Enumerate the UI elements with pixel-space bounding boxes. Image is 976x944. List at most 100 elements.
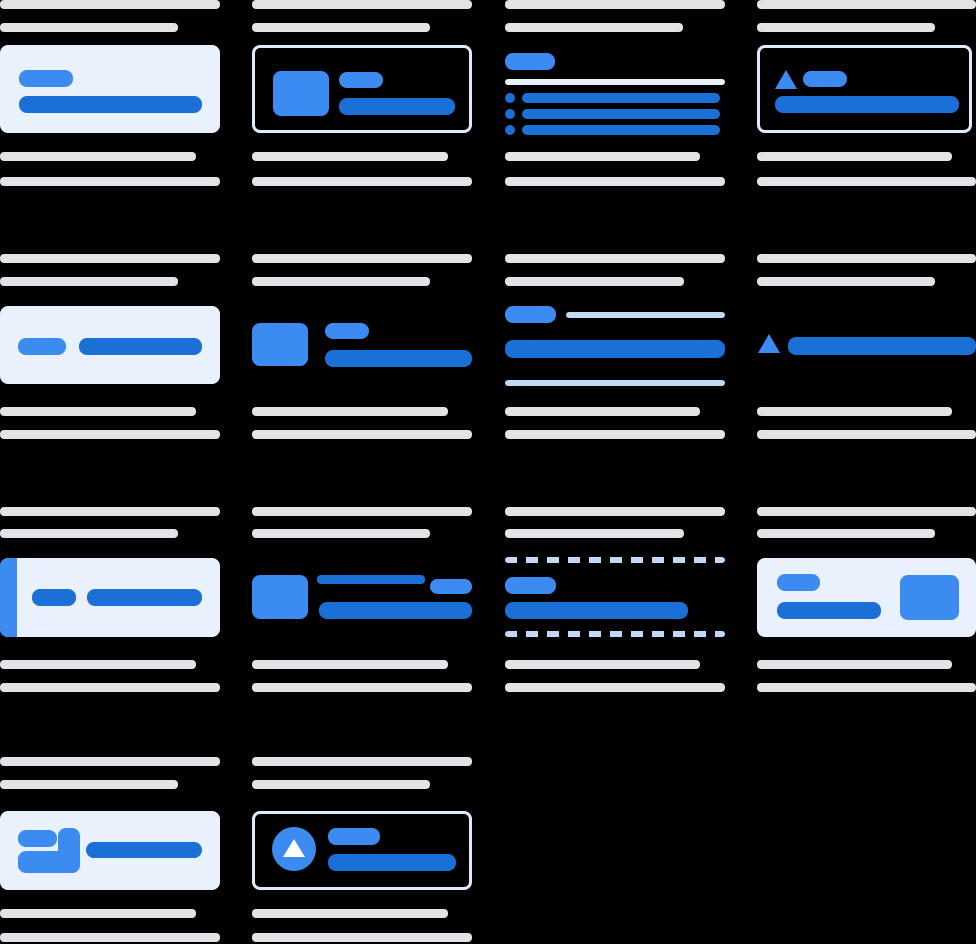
icon-square [252, 323, 308, 366]
text-line-skeleton [505, 152, 700, 161]
title-pill [325, 323, 369, 339]
text-bar [19, 96, 202, 113]
callout-card-outline [252, 811, 472, 890]
text-line-skeleton [252, 152, 448, 161]
rule-line [566, 312, 725, 318]
warning-triangle-icon [775, 70, 797, 89]
play-triangle-icon [283, 838, 305, 857]
icon-square [252, 575, 308, 619]
text-line-skeleton [252, 660, 448, 669]
text-line-skeleton [0, 757, 220, 766]
text-line-skeleton [757, 660, 952, 669]
title-pill [777, 574, 820, 591]
text-line-skeleton [505, 660, 700, 669]
divider-line [505, 79, 725, 85]
text-line-skeleton [505, 254, 725, 263]
accent-stripe [0, 558, 17, 637]
text-line-skeleton [505, 407, 700, 416]
text-line-skeleton [757, 507, 976, 516]
rule-line [505, 380, 725, 386]
text-line-skeleton [0, 683, 220, 692]
text-line-skeleton [0, 0, 220, 9]
title-pill [18, 338, 66, 355]
text-bar [79, 338, 202, 355]
bullet-bar [522, 125, 720, 135]
text-line-skeleton [0, 933, 220, 942]
thin-text-bar [317, 575, 425, 584]
text-bar [339, 98, 455, 115]
bullet-dot [505, 93, 515, 103]
text-line-skeleton [252, 780, 430, 789]
text-line-skeleton [0, 430, 220, 439]
text-bar [319, 602, 472, 619]
text-line-skeleton [505, 507, 725, 516]
text-line-skeleton [252, 23, 430, 32]
text-line-skeleton [0, 254, 220, 263]
text-bar [505, 602, 688, 619]
text-bar [328, 854, 456, 871]
text-line-skeleton [0, 529, 178, 538]
text-line-skeleton [0, 277, 178, 286]
text-line-skeleton [757, 277, 935, 286]
text-line-skeleton [252, 254, 472, 263]
text-line-skeleton [757, 529, 935, 538]
callout-card-outline [757, 45, 972, 133]
dashed-divider [505, 631, 725, 637]
badge-pill [430, 579, 472, 594]
text-line-skeleton [252, 407, 448, 416]
text-bar [325, 350, 472, 367]
title-pill [19, 70, 73, 87]
title-pill [328, 828, 380, 845]
text-line-skeleton [252, 0, 472, 9]
text-line-skeleton [505, 177, 725, 186]
image-placeholder-icon [900, 575, 959, 620]
text-bar [505, 340, 725, 358]
bullet-bar [522, 93, 720, 103]
text-line-skeleton [757, 177, 976, 186]
text-bar [86, 842, 202, 858]
bullet-dot [505, 109, 515, 119]
text-line-skeleton [252, 430, 472, 439]
title-pill [339, 72, 383, 88]
text-line-skeleton [0, 407, 196, 416]
text-line-skeleton [505, 683, 725, 692]
text-line-skeleton [252, 177, 472, 186]
text-line-skeleton [757, 23, 935, 32]
text-line-skeleton [0, 507, 220, 516]
dashed-divider [505, 557, 725, 563]
text-line-skeleton [252, 909, 448, 918]
text-line-skeleton [252, 683, 472, 692]
play-circle-icon [272, 827, 316, 871]
text-line-skeleton [505, 430, 725, 439]
text-line-skeleton [252, 277, 430, 286]
text-bar [788, 337, 976, 355]
title-pill [505, 53, 555, 70]
text-bar [87, 589, 202, 606]
bullet-dot [505, 125, 515, 135]
text-bar [775, 96, 959, 113]
text-line-skeleton [252, 529, 430, 538]
title-pill [505, 577, 556, 594]
warning-triangle-icon [758, 334, 780, 353]
callout-card [0, 45, 220, 133]
callout-card-outline [252, 45, 472, 133]
text-line-skeleton [505, 277, 684, 286]
text-line-skeleton [252, 933, 472, 942]
text-line-skeleton [0, 23, 178, 32]
icon-square [273, 71, 329, 116]
text-line-skeleton [757, 0, 976, 9]
text-bar [777, 602, 881, 619]
text-line-skeleton [757, 254, 976, 263]
text-line-skeleton [505, 0, 725, 9]
text-line-skeleton [252, 507, 472, 516]
text-line-skeleton [757, 152, 952, 161]
text-line-skeleton [0, 177, 220, 186]
text-line-skeleton [757, 683, 976, 692]
copy-icon [18, 828, 80, 873]
text-line-skeleton [757, 407, 952, 416]
bullet-bar [522, 109, 720, 119]
text-line-skeleton [0, 909, 196, 918]
text-line-skeleton [505, 529, 684, 538]
text-line-skeleton [505, 23, 683, 32]
